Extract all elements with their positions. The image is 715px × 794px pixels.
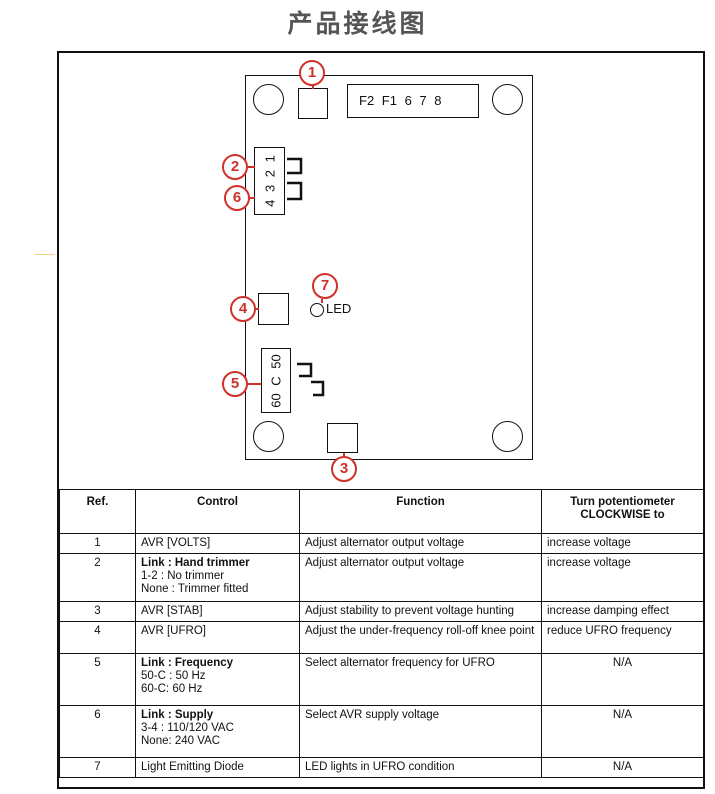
- link-terminal-label: 4 3 2 1: [262, 155, 277, 207]
- page-title: 产品接线图: [287, 9, 428, 38]
- cell-control: AVR [UFRO]: [135, 621, 300, 654]
- cell-function: Select alternator frequency for UFRO: [299, 653, 542, 706]
- control-title: Link : Frequency: [141, 657, 234, 669]
- callout-5: 5: [222, 371, 248, 397]
- cell-function: Adjust stability to prevent voltage hunt…: [299, 601, 542, 622]
- cell-ref: 5: [59, 653, 136, 706]
- header-control: Control: [135, 489, 300, 534]
- control-detail-line: None: 240 VAC: [141, 735, 221, 747]
- cell-direction: increase voltage: [541, 553, 704, 602]
- frequency-jumper-icon: [297, 362, 325, 397]
- header-ref: Ref.: [59, 489, 136, 534]
- control-detail-line: 3-4 : 110/120 VAC: [141, 722, 234, 734]
- table-row: 7 Light Emitting Diode LED lights in UFRO …: [59, 757, 704, 778]
- table-row: 3 AVR [STAB] Adjust stability to prevent v…: [59, 601, 704, 622]
- cell-ref: 2: [59, 553, 136, 602]
- cell-function: Adjust alternator output voltage: [299, 533, 542, 554]
- reference-table: Ref. Control Function Turn potentiometer…: [59, 489, 704, 778]
- link-terminal-block: 4 3 2 1: [254, 147, 285, 215]
- led-label: LED: [326, 301, 352, 316]
- cell-ref: 7: [59, 757, 136, 778]
- cell-control: AVR [STAB]: [135, 601, 300, 622]
- table-row: 1 AVR [VOLTS] Adjust alternator output vol…: [59, 533, 704, 554]
- cell-function: Adjust alternator output voltage: [299, 553, 542, 602]
- header-direction-line2: CLOCKWISE to: [580, 509, 665, 521]
- table-row: 4 AVR [UFRO] Adjust the under-frequency ro…: [59, 621, 704, 654]
- cell-ref: 3: [59, 601, 136, 622]
- terminal-strip-label: F2 F1 6 7 8: [347, 84, 479, 118]
- table-header-row: Ref. Control Function Turn potentiometer…: [59, 489, 704, 534]
- control-detail-line: 60-C: 60 Hz: [141, 683, 203, 695]
- cell-direction: N/A: [541, 705, 704, 758]
- control-detail-line: None : Trimmer fitted: [141, 583, 249, 595]
- cell-direction: N/A: [541, 757, 704, 778]
- cell-ref: 1: [59, 533, 136, 554]
- callout-6: 6: [224, 185, 250, 211]
- avr-board-outline: [245, 75, 533, 460]
- cell-direction: increase voltage: [541, 533, 704, 554]
- header-direction: Turn potentiometer CLOCKWISE to: [541, 489, 704, 534]
- mounting-hole-top-left: [253, 84, 284, 115]
- document-frame: [57, 51, 705, 789]
- volts-potentiometer: [298, 88, 328, 119]
- control-title: Light Emitting Diode: [141, 761, 244, 773]
- ufro-potentiometer: [258, 293, 289, 325]
- callout-1: 1: [299, 60, 325, 86]
- control-detail-line: 50-C : 50 Hz: [141, 670, 206, 682]
- cell-direction: increase damping effect: [541, 601, 704, 622]
- callout-4-leader: [256, 308, 259, 310]
- led-icon: [310, 303, 324, 317]
- mounting-hole-top-right: [492, 84, 523, 115]
- callout-7-leader: [321, 299, 323, 303]
- link-jumpers-icon: [287, 157, 303, 201]
- wiring-diagram: F2 F1 6 7 8 4 3 2 1 LED 60 C 50 1 2 6 4 …: [59, 53, 703, 489]
- cell-direction: N/A: [541, 653, 704, 706]
- cell-function: Adjust the under-frequency roll-off knee…: [299, 621, 542, 654]
- mounting-hole-bottom-right: [492, 421, 523, 452]
- callout-3: 3: [331, 456, 357, 482]
- cell-control: AVR [VOLTS]: [135, 533, 300, 554]
- callout-7: 7: [312, 273, 338, 299]
- cell-control: Light Emitting Diode: [135, 757, 300, 778]
- cell-ref: 6: [59, 705, 136, 758]
- frequency-link-block: 60 C 50: [261, 348, 291, 413]
- control-title: AVR [STAB]: [141, 605, 203, 617]
- control-title: Link : Hand trimmer: [141, 557, 250, 569]
- table-body: 1 AVR [VOLTS] Adjust alternator output vol…: [59, 533, 704, 778]
- callout-2-leader: [248, 166, 255, 168]
- callout-6-leader: [250, 197, 255, 199]
- frequency-link-label: 60 C 50: [268, 353, 284, 408]
- header-function: Function: [299, 489, 542, 534]
- control-title: AVR [VOLTS]: [141, 537, 211, 549]
- header-direction-line1: Turn potentiometer: [570, 496, 675, 508]
- mounting-hole-bottom-left: [253, 421, 284, 452]
- control-detail-line: 1-2 : No trimmer: [141, 570, 225, 582]
- cell-ref: 4: [59, 621, 136, 654]
- callout-3-leader: [343, 453, 345, 456]
- stray-mark: [35, 254, 55, 255]
- cell-function: LED lights in UFRO condition: [299, 757, 542, 778]
- callout-5-leader: [248, 383, 261, 385]
- cell-function: Select AVR supply voltage: [299, 705, 542, 758]
- control-title: AVR [UFRO]: [141, 625, 206, 637]
- cell-direction: reduce UFRO frequency: [541, 621, 704, 654]
- callout-4: 4: [230, 296, 256, 322]
- callout-1-leader: [312, 86, 314, 89]
- control-title: Link : Supply: [141, 709, 214, 721]
- callout-2: 2: [222, 154, 248, 180]
- stab-potentiometer: [327, 423, 358, 453]
